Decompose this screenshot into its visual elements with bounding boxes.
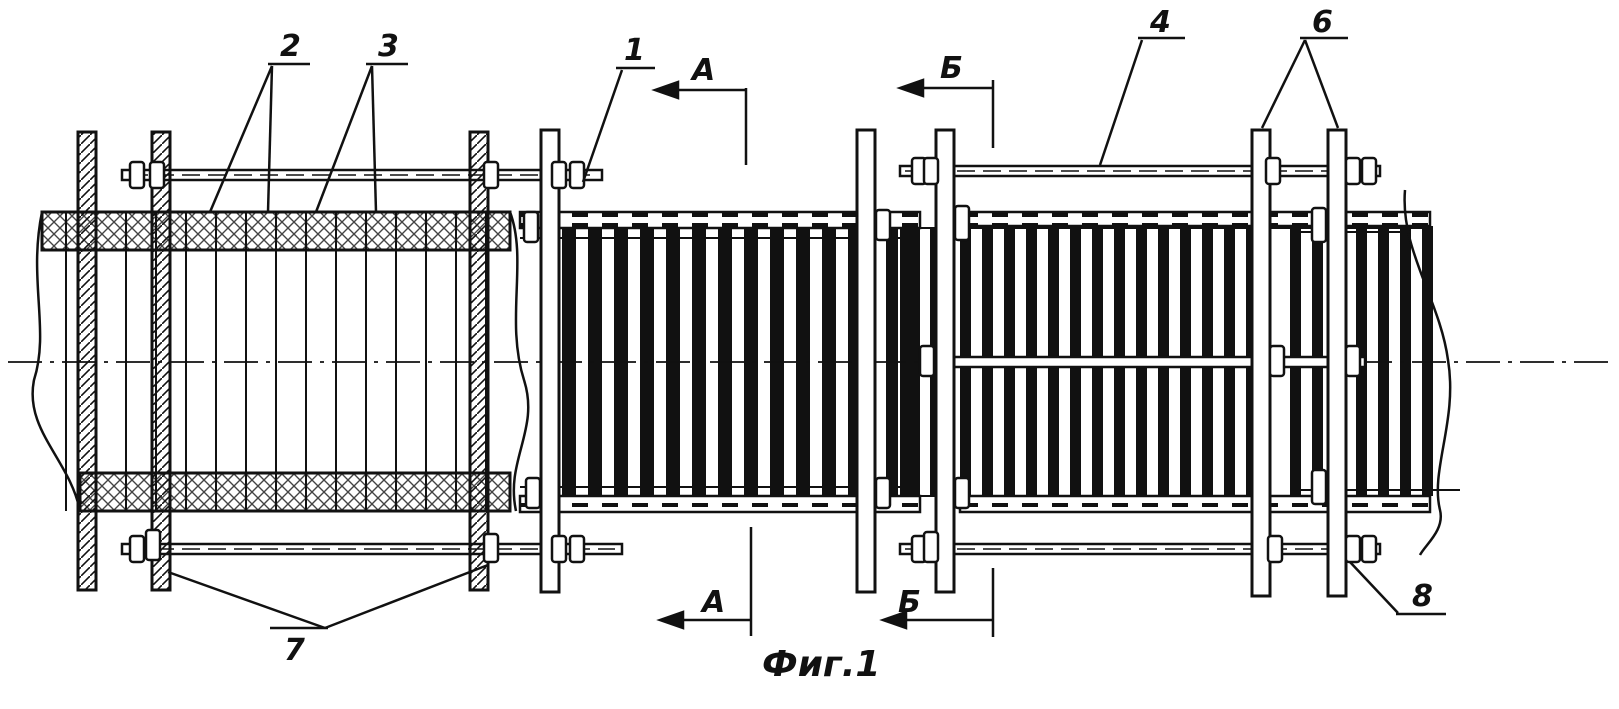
- nut: [924, 158, 938, 184]
- section-mark-a-bottom: А: [700, 585, 725, 620]
- nut: [955, 478, 969, 508]
- nut: [955, 206, 969, 240]
- nut: [876, 478, 890, 508]
- flange-left-2: [152, 132, 170, 590]
- callout-2: 2: [280, 29, 301, 64]
- flange-left-3: [470, 132, 488, 590]
- nut: [1266, 158, 1280, 184]
- stripe: [1378, 226, 1389, 496]
- nut: [130, 536, 144, 562]
- nut: [130, 162, 144, 188]
- nut: [552, 536, 566, 562]
- right-bottom-band: [960, 496, 1430, 512]
- nut: [1346, 536, 1360, 562]
- nut: [924, 532, 938, 562]
- section-mark-a-top: А: [690, 53, 715, 88]
- section-mark-b-bottom: Б: [898, 585, 921, 620]
- nut: [1312, 470, 1326, 504]
- callout-6: 6: [1312, 5, 1333, 40]
- nut: [570, 162, 584, 188]
- nut: [1362, 158, 1376, 184]
- middle-right-rod: [935, 357, 1365, 367]
- stripe: [1400, 226, 1411, 496]
- callout-7: 7: [284, 633, 305, 668]
- flange-mid-1: [541, 130, 559, 592]
- callout-8: 8: [1412, 579, 1433, 614]
- nut: [524, 212, 538, 242]
- stripe: [1422, 226, 1433, 496]
- nut: [150, 162, 164, 188]
- flange-right-2: [1328, 130, 1346, 596]
- nut: [1346, 346, 1360, 376]
- nut: [1346, 158, 1360, 184]
- callout-3: 3: [378, 29, 399, 64]
- nut: [146, 530, 160, 560]
- right-top-band: [960, 212, 1430, 226]
- nut: [570, 536, 584, 562]
- left-bottom-wall: [80, 473, 510, 511]
- flange-far-left: [78, 132, 96, 590]
- nut: [484, 534, 498, 562]
- nut: [1312, 208, 1326, 242]
- flange-mid-2: [857, 130, 875, 592]
- nut: [526, 478, 540, 508]
- flange-mid-3: [936, 130, 954, 592]
- nut: [920, 346, 934, 376]
- striped-pipe-section: [520, 190, 1450, 555]
- callout-1: 1: [624, 33, 645, 68]
- callout-4: 4: [1149, 5, 1171, 40]
- nut: [552, 162, 566, 188]
- nut: [1362, 536, 1376, 562]
- flange-right-1: [1252, 130, 1270, 596]
- nut: [1270, 346, 1284, 376]
- nut: [484, 162, 498, 188]
- figure-caption: Фиг.1: [762, 644, 880, 685]
- nut: [876, 210, 890, 240]
- section-mark-b-top: Б: [940, 51, 963, 86]
- nut: [1268, 536, 1282, 562]
